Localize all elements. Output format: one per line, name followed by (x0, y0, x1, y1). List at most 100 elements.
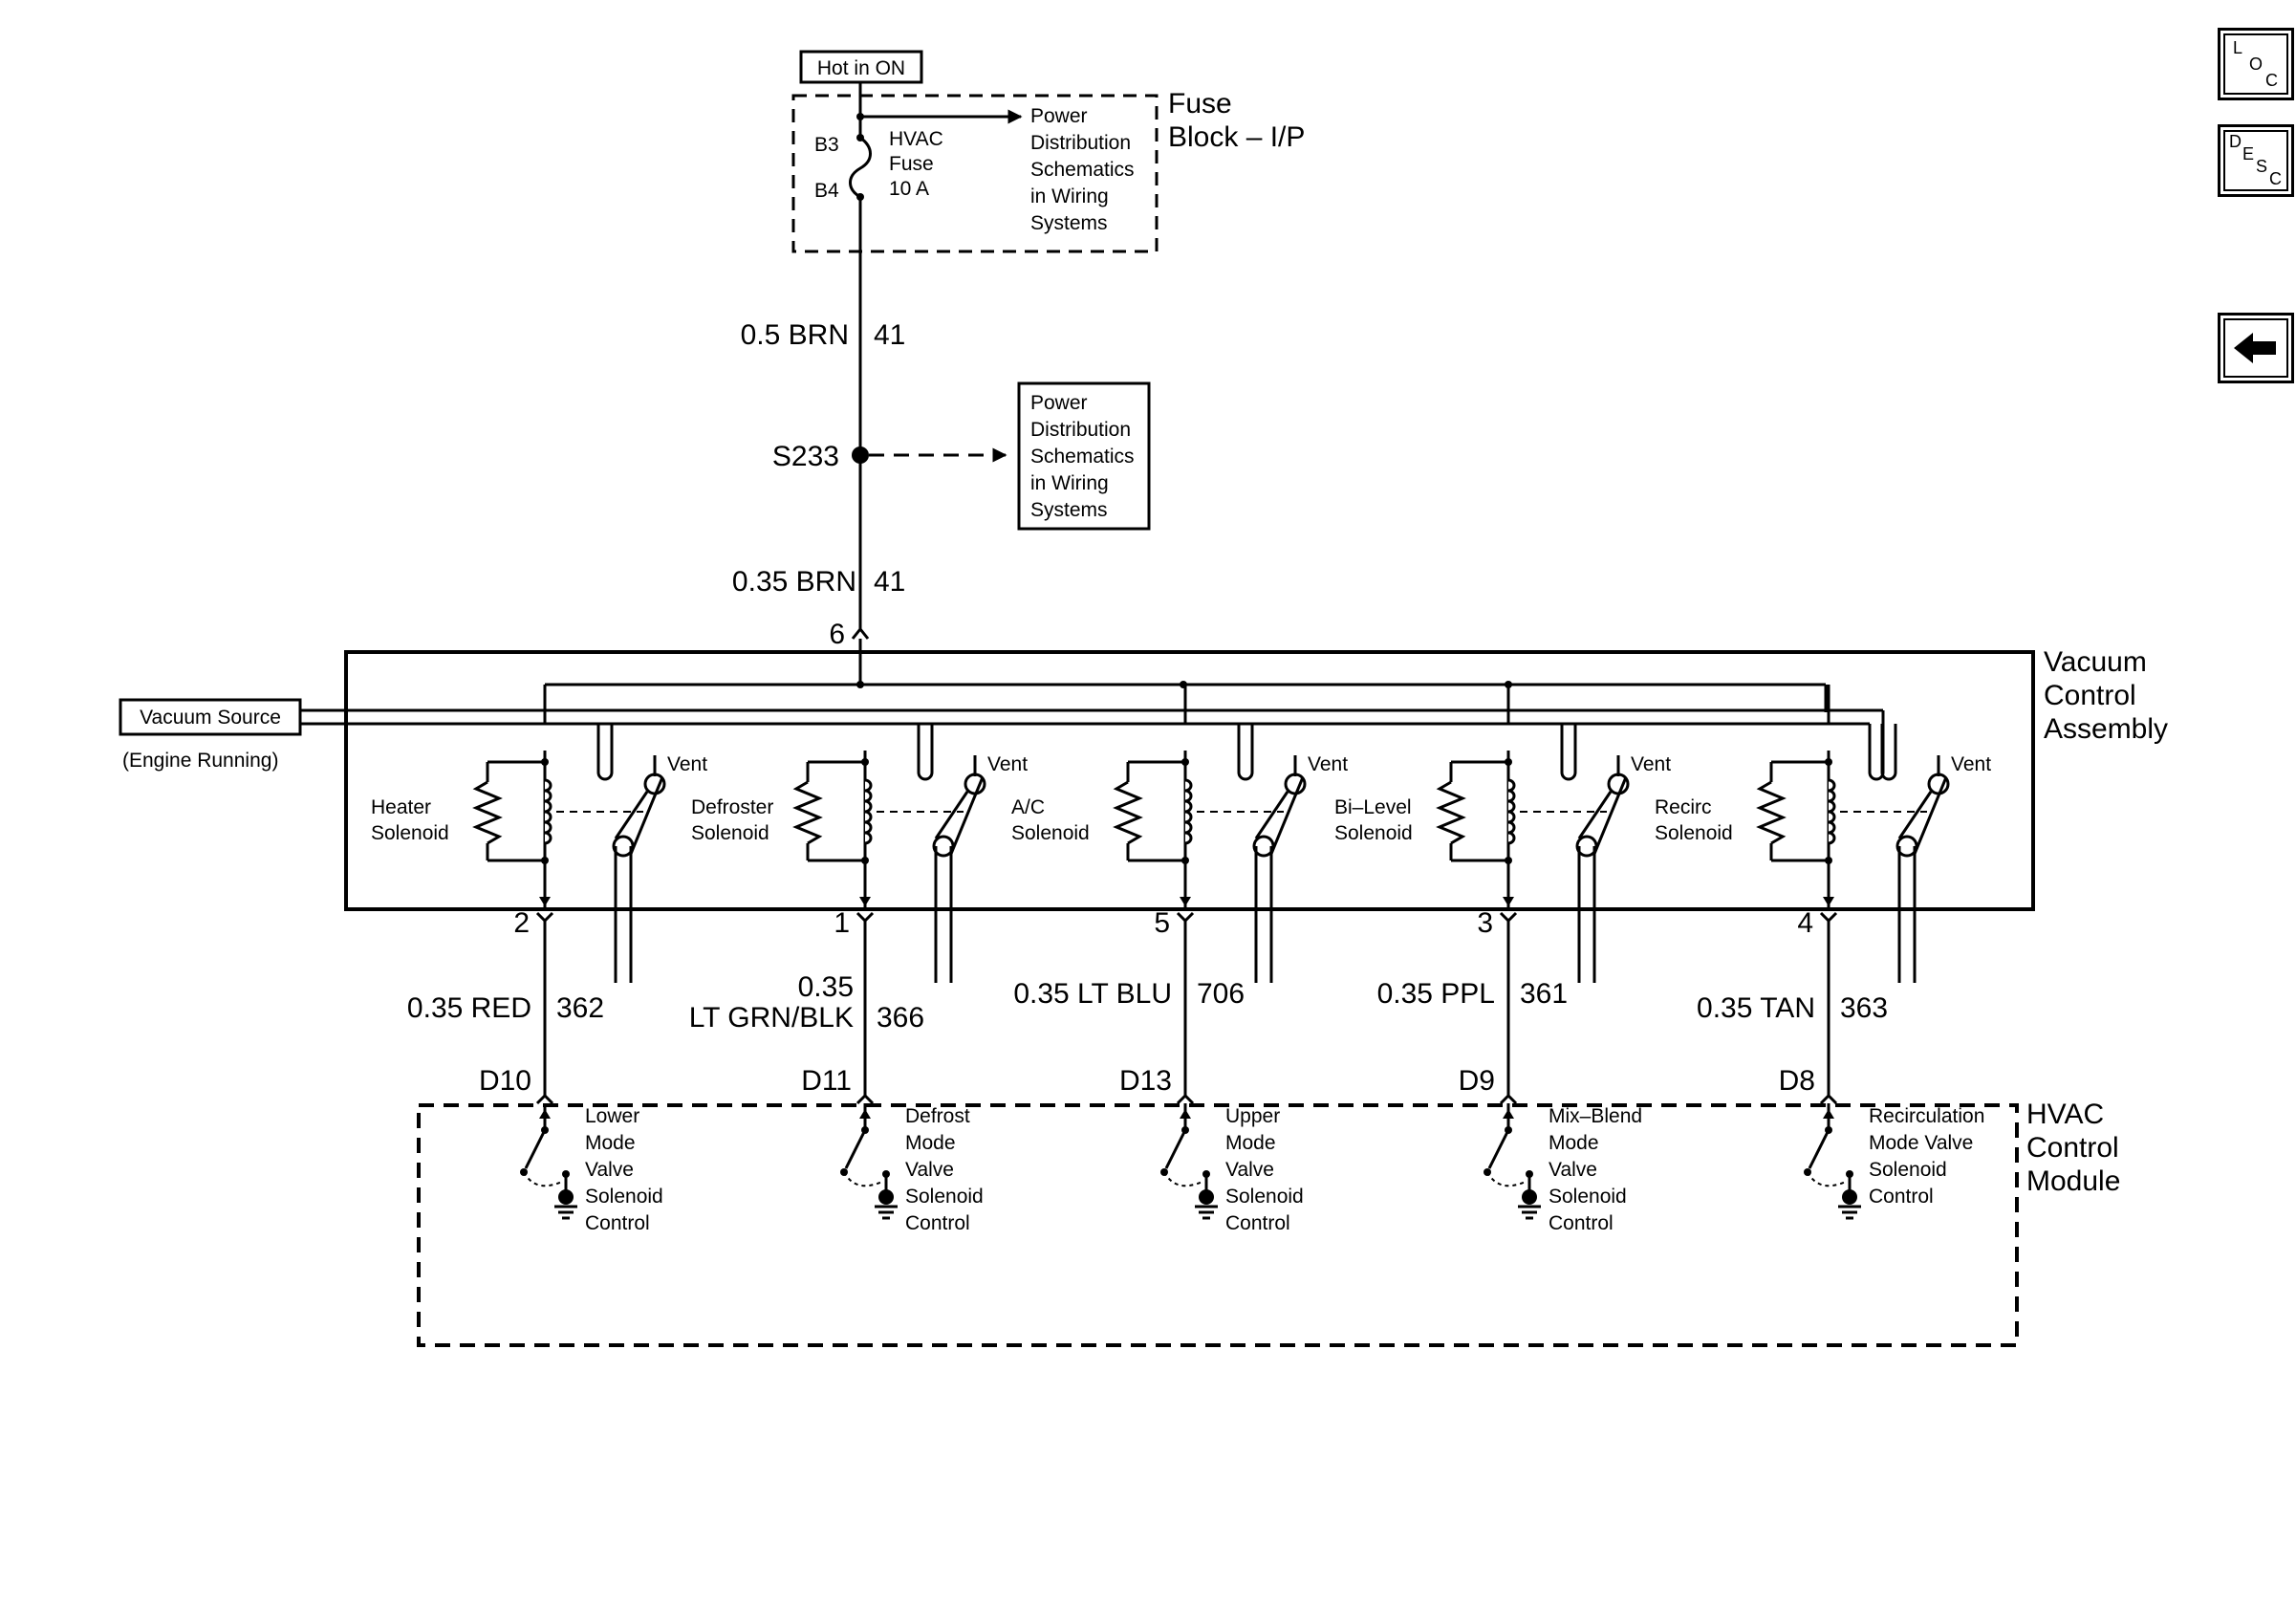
vacuum-control-assembly-label: Vacuum Control Assembly (2044, 646, 2168, 745)
fuse-block-label: Fuse Block – I/P (1168, 88, 1305, 153)
switch-arrow (1503, 1109, 1514, 1119)
loc-letter-o: O (2249, 54, 2264, 74)
connector-icon (856, 911, 875, 924)
vca-pin-label: 3 (1477, 907, 1493, 939)
desc-letter-s: S (2256, 157, 2268, 176)
hvac-control-module (417, 1103, 2019, 1347)
vca-pin-label: 2 (513, 907, 530, 939)
vent-label: Vent (987, 753, 1028, 775)
vent-label: Vent (1308, 753, 1348, 775)
switch-actuator (523, 1171, 563, 1187)
resistor-icon (1756, 780, 1787, 845)
solenoid-coil-icon (1828, 778, 1836, 845)
switch-actuator (1486, 1171, 1527, 1187)
ground-icon (1522, 1189, 1537, 1205)
solenoid-coil-icon (544, 778, 552, 845)
vent-label: Vent (1951, 753, 1991, 775)
connector-icon (1499, 1093, 1518, 1105)
splice-s233 (852, 446, 869, 464)
vacuum-source-label: Vacuum Source (140, 707, 281, 729)
connector-icon (1819, 911, 1838, 924)
wire-size-label: 0.35 TAN (1697, 992, 1815, 1024)
circuit-number-label: 363 (1840, 992, 1888, 1024)
resistor-icon (472, 780, 503, 845)
vacuum-tube (1880, 772, 1897, 781)
vent-label: Vent (667, 753, 707, 775)
wire-top-circuit: 41 (874, 319, 905, 351)
vacuum-tube (1560, 772, 1577, 781)
ground-icon (558, 1189, 574, 1205)
loc-button[interactable]: L O C (2218, 28, 2294, 100)
solenoid-coil-icon (864, 778, 873, 845)
switch-actuator (1163, 1171, 1203, 1187)
circuit-number-label: 362 (556, 992, 604, 1024)
solenoid-coil-icon (1184, 778, 1193, 845)
wire-arrow (859, 897, 871, 906)
wire-bottom-size-color: 0.35 BRN (732, 566, 856, 598)
vacuum-tube (917, 772, 934, 781)
resistor-icon (1436, 780, 1466, 845)
resistor-icon (792, 780, 823, 845)
valve-lever (1254, 791, 1289, 839)
fuse-terminal-b4: B4 (814, 180, 839, 202)
ground-icon (1842, 1189, 1857, 1205)
hvac-control-module-label: HVAC Control Module (2026, 1099, 2127, 1197)
circuit-number-label: 366 (877, 1002, 924, 1034)
connector-icon (856, 1093, 875, 1105)
solenoid-coil-icon (1507, 778, 1516, 845)
left-arrow-icon (2234, 333, 2276, 363)
power-ref-splice-box (1017, 381, 1151, 531)
switch-arrow (1180, 1109, 1191, 1119)
vca-pin-label: 4 (1797, 907, 1813, 939)
switch-actuator (843, 1171, 883, 1187)
power-ref-top: Power Distribution Schematics in Wiring … (1030, 105, 1139, 234)
loc-letter-l: L (2233, 38, 2243, 57)
module-pin-label: D10 (479, 1065, 531, 1097)
back-button-frame (2223, 318, 2288, 378)
vca-pin-6: 6 (829, 619, 845, 650)
module-pin-label: D11 (801, 1065, 852, 1097)
wire-arrow (1823, 897, 1834, 906)
loc-button-frame (2223, 33, 2288, 95)
wire-arrow (1180, 897, 1191, 906)
hot-in-on-label: Hot in ON (817, 57, 905, 79)
valve-lever (1897, 791, 1933, 839)
splice-label: S233 (772, 441, 839, 472)
fuse-block-box (791, 94, 1159, 253)
ground-icon (878, 1189, 894, 1205)
power-ref-splice: Power Distribution Schematics in Wiring … (1030, 392, 1139, 521)
valve-lever (1913, 776, 1948, 855)
desc-letter-c: C (2269, 169, 2282, 188)
connector-icon (535, 1093, 554, 1105)
desc-letter-d: D (2229, 132, 2242, 151)
resistor-icon (1113, 780, 1143, 845)
module-pin-label: D9 (1459, 1065, 1495, 1097)
connector-icon (1499, 911, 1518, 924)
module-pin-label: D8 (1779, 1065, 1815, 1097)
vacuum-control-assembly (344, 650, 2035, 911)
module-pin-label: D13 (1119, 1065, 1172, 1097)
circuit-number-label: 361 (1520, 978, 1568, 1010)
wire-size-label: 0.35 RED (407, 992, 531, 1024)
switch-blade (1487, 1129, 1510, 1169)
vacuum-tube (1237, 772, 1254, 781)
valve-lever (1269, 776, 1305, 855)
back-button[interactable] (2218, 313, 2294, 383)
vca-pin-label: 1 (834, 907, 850, 939)
desc-button[interactable]: D E S C (2218, 124, 2294, 197)
fuse-icon (849, 136, 872, 199)
wire-top-size-color: 0.5 BRN (741, 319, 849, 351)
connector-icon (535, 911, 554, 924)
valve-lever (949, 776, 985, 855)
vacuum-source-note: (Engine Running) (122, 750, 278, 772)
vca-pin-label: 5 (1154, 907, 1170, 939)
switch-arrow (1823, 1109, 1834, 1119)
fuse-terminal-b3: B3 (814, 134, 839, 156)
